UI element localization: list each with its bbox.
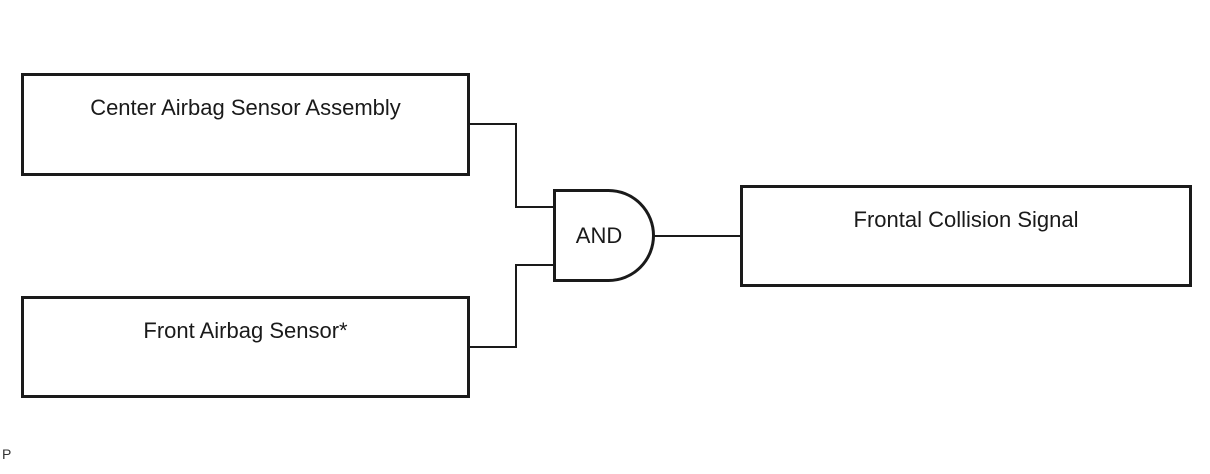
output-box-frontal-collision-signal: Frontal Collision Signal <box>740 185 1192 287</box>
connector-input1-horizontal-to-gate <box>515 206 555 208</box>
connector-input2-horizontal-to-gate <box>515 264 555 266</box>
input-box-front-airbag-sensor: Front Airbag Sensor* <box>21 296 470 398</box>
connector-input2-vertical <box>515 264 517 348</box>
connector-input1-vertical <box>515 123 517 208</box>
footer-cropped-text: P <box>2 446 12 462</box>
input-box-center-airbag-sensor-assembly: Center Airbag Sensor Assembly <box>21 73 470 176</box>
input-box-label-center-airbag: Center Airbag Sensor Assembly <box>90 95 401 120</box>
connector-gate-output <box>654 235 740 237</box>
connector-input2-horizontal-from-box <box>470 346 517 348</box>
input-box-label-front-airbag: Front Airbag Sensor* <box>143 318 348 343</box>
and-gate: AND <box>553 189 655 282</box>
and-gate-label: AND <box>575 222 623 248</box>
output-box-label-frontal-collision: Frontal Collision Signal <box>853 207 1079 232</box>
connector-input1-horizontal-from-box <box>470 123 517 125</box>
